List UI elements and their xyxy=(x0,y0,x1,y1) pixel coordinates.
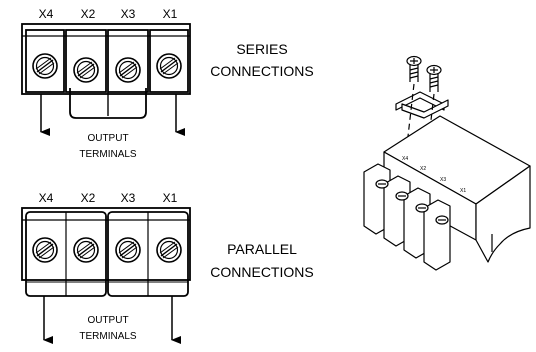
parallel-label-x4: X4 xyxy=(39,191,54,205)
jumper-strap xyxy=(395,91,445,111)
phillips-screw-icon-left xyxy=(406,55,422,82)
series-output-line1: OUTPUT xyxy=(87,133,128,144)
series-title-line2: CONNECTIONS xyxy=(210,63,313,79)
parallel-screw-icon-x2 xyxy=(73,237,99,263)
series-screw-icon-x1 xyxy=(156,53,182,79)
parallel-output-line2: TERMINALS xyxy=(79,331,137,342)
phillips-screw-icon-right xyxy=(426,64,442,92)
parallel-terminal-block xyxy=(21,207,191,297)
series-diagram: X4 X2 X3 X1 OUTPUT TERMINALS SERIES xyxy=(21,7,314,160)
series-screw-icon-x3 xyxy=(115,57,141,83)
parallel-screw-icon-x1 xyxy=(156,237,182,263)
parallel-label-x1: X1 xyxy=(163,191,178,205)
parallel-output-line1: OUTPUT xyxy=(87,315,128,326)
parallel-label-x2: X2 xyxy=(81,191,96,205)
series-screw-icon-x4 xyxy=(32,53,58,79)
iso-mark-x1: X1 xyxy=(460,188,466,194)
iso-mark-x4: X4 xyxy=(402,156,408,162)
series-screw-icon-x2 xyxy=(73,57,99,83)
parallel-screw-icon-x4 xyxy=(32,237,58,263)
parallel-label-x3: X3 xyxy=(121,191,136,205)
series-label-x4: X4 xyxy=(39,7,54,21)
parallel-title-line1: PARALLEL xyxy=(227,241,297,257)
parallel-screw-icon-x3 xyxy=(115,237,141,263)
series-title-line1: SERIES xyxy=(236,41,287,57)
parallel-title-line2: CONNECTIONS xyxy=(210,264,313,280)
series-label-x3: X3 xyxy=(121,7,136,21)
iso-mark-x3: X3 xyxy=(440,177,446,183)
series-output-line2: TERMINALS xyxy=(79,149,137,160)
series-label-x1: X1 xyxy=(163,7,178,21)
housing-side xyxy=(475,165,531,263)
parallel-diagram: X4 X2 X3 X1 OUTPUT TERMINALS PARALLEL CO… xyxy=(21,191,314,344)
terminal-screw-icons xyxy=(375,179,449,225)
series-label-x2: X2 xyxy=(81,7,96,21)
iso-mark-x2: X2 xyxy=(420,166,426,172)
isometric-terminal-assembly: X4 X2 X3 X1 xyxy=(363,55,531,271)
